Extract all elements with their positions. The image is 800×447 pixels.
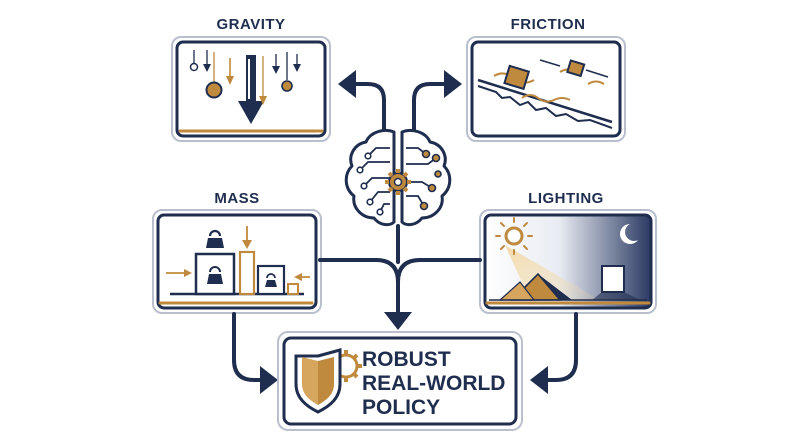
gear-icon xyxy=(385,169,411,195)
arrow-to-gravity xyxy=(338,70,386,132)
lighting-label: LIGHTING xyxy=(528,190,604,207)
gravity-panel xyxy=(171,36,331,142)
friction-label: FRICTION xyxy=(511,16,586,33)
result-title-line1: ROBUST xyxy=(362,348,451,371)
arrow-from-mass xyxy=(318,258,412,330)
arrow-lighting-to-result xyxy=(530,312,578,394)
lighting-panel xyxy=(479,209,657,314)
arrow-mass-to-result xyxy=(232,312,278,394)
light-shadow-scene-icon xyxy=(489,217,647,301)
weights-icon xyxy=(166,226,310,296)
arrow-from-lighting xyxy=(396,258,482,284)
arrow-to-friction xyxy=(412,70,462,132)
result-box: ROBUST REAL-WORLD POLICY xyxy=(277,331,523,431)
brain-circuit-icon xyxy=(344,128,452,227)
sliding-block-icon xyxy=(477,59,613,129)
shield-gear-icon xyxy=(294,348,362,414)
result-title-line2: REAL-WORLD xyxy=(362,372,505,395)
mass-panel xyxy=(152,209,322,314)
friction-panel xyxy=(466,36,626,142)
result-title-line3: POLICY xyxy=(362,396,440,419)
connector-arrows xyxy=(232,70,578,394)
falling-objects-icon xyxy=(189,50,301,124)
mass-label: MASS xyxy=(214,190,259,207)
gravity-label: GRAVITY xyxy=(216,16,285,33)
